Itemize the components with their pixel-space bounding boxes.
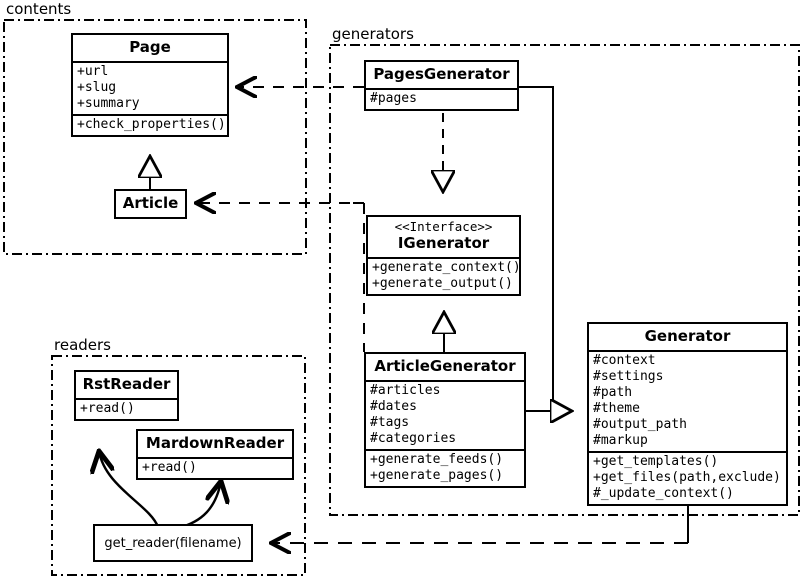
- class-box-article[interactable]: Article: [114, 189, 187, 219]
- package-label-contents: contents: [6, 0, 72, 18]
- package-label-readers: readers: [54, 336, 111, 354]
- class-name-articlegenerator: ArticleGenerator: [374, 357, 516, 375]
- attribute-row: #articles: [370, 382, 441, 398]
- class-operations-page: +check_properties(): [73, 113, 227, 135]
- function-box-get-reader[interactable]: get_reader(filename): [93, 524, 253, 562]
- operation-row: +generate_pages(): [370, 467, 504, 483]
- attribute-row: #pages: [370, 90, 417, 106]
- class-attributes-pagesgenerator: #pages: [366, 87, 517, 109]
- class-attributes-articlegenerator: #articles #dates #tags #categories: [366, 379, 524, 449]
- attribute-row: #dates: [370, 398, 417, 414]
- package-label-generators: generators: [332, 25, 414, 43]
- edge-generators-to-generator: [519, 86, 572, 411]
- operation-row: +read(): [80, 400, 135, 416]
- operation-row: #_update_context(): [593, 485, 734, 501]
- operation-row: +generate_feeds(): [370, 451, 504, 467]
- class-box-igenerator[interactable]: <<Interface>> IGenerator +generate_conte…: [366, 215, 521, 296]
- attribute-row: +url: [77, 63, 109, 79]
- class-attributes-page: +url +slug +summary: [73, 60, 227, 114]
- attribute-row: #categories: [370, 430, 457, 446]
- class-box-mardownreader[interactable]: MardownReader +read(): [136, 429, 294, 480]
- operation-row: +check_properties(): [77, 116, 226, 132]
- class-operations-articlegenerator: +generate_feeds() +generate_pages(): [366, 448, 524, 486]
- class-operations-generator: +get_templates() +get_files(path,exclude…: [589, 450, 786, 504]
- operation-row: +get_files(path,exclude): [593, 469, 781, 485]
- operation-row: +generate_output(): [372, 275, 513, 291]
- class-box-generator[interactable]: Generator #context #settings #path #them…: [587, 322, 788, 506]
- edge-getreader-to-mardownreader: [177, 481, 221, 530]
- class-name-rstreader: RstReader: [82, 375, 171, 393]
- function-label-get-reader: get_reader(filename): [104, 535, 242, 551]
- operation-row: +generate_context(): [372, 259, 521, 275]
- attribute-row: #settings: [593, 368, 664, 384]
- attribute-row: #tags: [370, 414, 410, 430]
- class-box-pagesgenerator[interactable]: PagesGenerator #pages: [364, 60, 519, 111]
- attribute-row: #path: [593, 384, 633, 400]
- class-stereotype-igenerator: <<Interface>>: [394, 219, 493, 234]
- class-name-generator: Generator: [644, 327, 731, 345]
- edge-articlegenerator-to-article: [196, 203, 365, 352]
- class-box-articlegenerator[interactable]: ArticleGenerator #articles #dates #tags …: [364, 352, 526, 488]
- class-name-page: Page: [129, 38, 171, 56]
- attribute-row: #theme: [593, 400, 640, 416]
- class-box-page[interactable]: Page +url +slug +summary +check_properti…: [71, 33, 229, 137]
- attribute-row: #context: [593, 352, 656, 368]
- attribute-row: +summary: [77, 95, 140, 111]
- class-box-rstreader[interactable]: RstReader +read(): [74, 370, 179, 421]
- class-name-article: Article: [122, 194, 179, 212]
- class-attributes-generator: #context #settings #path #theme #output_…: [589, 349, 786, 451]
- attribute-row: #output_path: [593, 416, 687, 432]
- edge-generator-to-getreader: [271, 503, 689, 543]
- class-name-pagesgenerator: PagesGenerator: [373, 65, 510, 83]
- operation-row: +read(): [142, 459, 197, 475]
- class-name-mardownreader: MardownReader: [145, 434, 285, 452]
- attribute-row: #markup: [593, 432, 648, 448]
- class-operations-mardownreader: +read(): [138, 456, 292, 478]
- class-operations-igenerator: +generate_context() +generate_output(): [368, 256, 521, 294]
- class-operations-rstreader: +read(): [76, 397, 177, 419]
- operation-row: +get_templates(): [593, 453, 719, 469]
- class-name-igenerator: IGenerator: [397, 234, 490, 253]
- attribute-row: +slug: [77, 79, 117, 95]
